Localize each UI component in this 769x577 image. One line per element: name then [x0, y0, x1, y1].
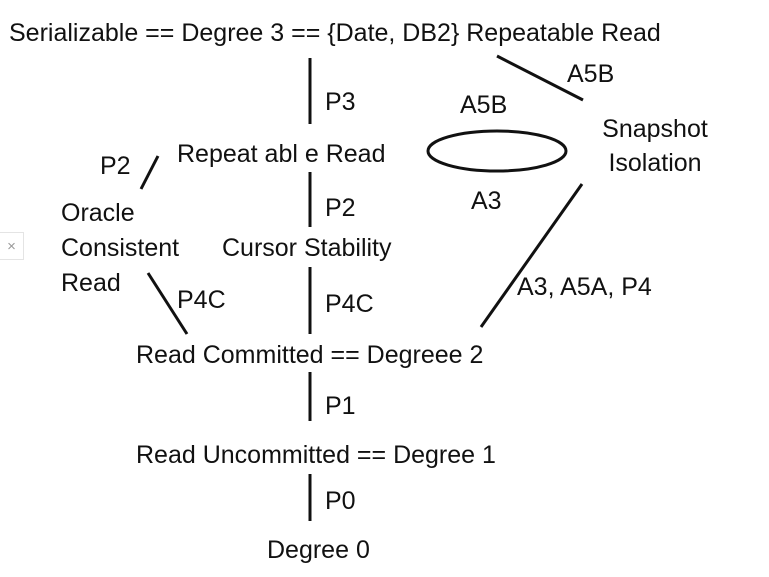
edge-label-p4c-center: P4C	[325, 290, 374, 318]
node-repeatable-read: Repeat abl e Read	[177, 140, 386, 168]
close-button[interactable]: ×	[0, 232, 24, 260]
node-cursor-stability: Cursor Stability	[222, 234, 392, 262]
edge-label-p2-left: P2	[100, 152, 131, 180]
edge-repeatable-oracle	[139, 155, 160, 190]
edge-snapshot-read-committed	[479, 183, 584, 328]
edge-label-a5b-top: A5B	[567, 60, 615, 88]
edge-serializable-snapshot	[496, 54, 584, 102]
node-oracle-line3: Read	[61, 269, 121, 297]
edge-label-p4c-left: P4C	[177, 286, 226, 314]
node-degree-zero: Degree 0	[267, 536, 370, 564]
close-icon: ×	[7, 238, 16, 255]
edge-label-p0: P0	[325, 487, 356, 515]
node-snapshot-isolation-line1: Snapshot	[602, 115, 708, 143]
node-snapshot-isolation-line2: Isolation	[608, 149, 702, 177]
node-oracle-line1: Oracle	[61, 199, 135, 227]
edge-label-a3-loop: A3	[471, 187, 502, 215]
node-oracle-line2: Consistent	[61, 234, 180, 262]
edge-label-a5b-loop: A5B	[460, 91, 508, 119]
edge-label-p2-center: P2	[325, 194, 356, 222]
edge-label-a3-a5a-p4: A3, A5A, P4	[517, 273, 652, 301]
edge-repeatable-snapshot-loop	[426, 129, 568, 173]
edge-label-p1: P1	[325, 392, 356, 420]
node-read-committed: Read Committed == Degreee 2	[136, 341, 484, 369]
node-serializable: Serializable == Degree 3 == {Date, DB2} …	[9, 19, 661, 47]
node-read-uncommitted: Read Uncommitted == Degree 1	[136, 441, 496, 469]
edge-oracle-read-committed	[146, 272, 189, 335]
edge-label-p3: P3	[325, 88, 356, 116]
